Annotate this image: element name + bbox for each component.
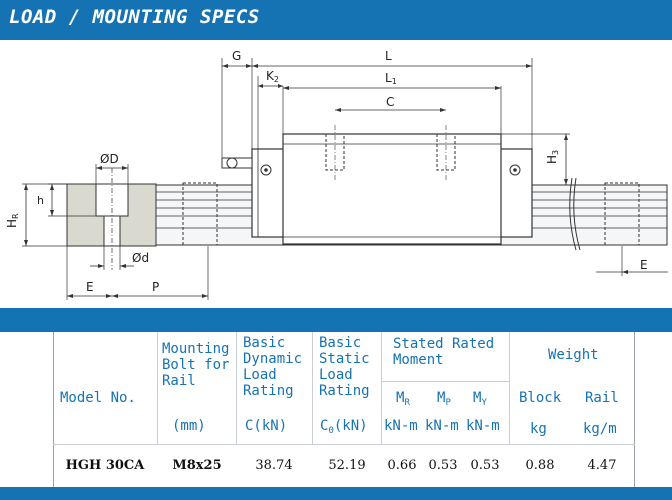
header-rail: Rail — [585, 390, 619, 406]
cell-my: 0.53 — [470, 458, 500, 473]
dim-e-right: E — [640, 258, 648, 272]
dim-d-big: ØD — [100, 152, 119, 166]
header-moment: Stated Rated Moment — [393, 336, 495, 368]
block-top — [282, 133, 502, 245]
technical-drawing: G L K2 L1 C H3 ØD h — [0, 40, 672, 308]
drawing-svg: G L K2 L1 C H3 ØD h — [5, 49, 668, 300]
cell-static: 52.19 — [328, 458, 366, 473]
header-block-unit: kg — [530, 421, 547, 437]
dim-h: h — [37, 194, 44, 207]
cell-rail: 4.47 — [587, 458, 617, 473]
dim-h3: H3 — [545, 150, 560, 164]
dim-e-left: E — [86, 280, 94, 294]
header-model: Model No. — [60, 390, 136, 406]
cell-block: 0.88 — [525, 458, 555, 473]
header-my: MY — [473, 390, 487, 408]
header-bolt: Mounting Bolt for Rail — [162, 341, 230, 389]
header-mp: MP — [437, 390, 451, 408]
table-bottom-band — [0, 487, 672, 500]
page-title: LOAD / MOUNTING SPECS — [9, 6, 260, 28]
dim-p: P — [152, 280, 159, 294]
cell-mp: 0.53 — [428, 458, 458, 473]
dim-hr: HR — [5, 213, 20, 228]
dim-k2: K2 — [266, 69, 279, 84]
table-frame — [53, 332, 635, 487]
header-weight: Weight — [548, 347, 599, 363]
dim-d-small: Ød — [132, 251, 149, 265]
dim-c: C — [386, 95, 394, 109]
cell-dynamic: 38.74 — [255, 458, 293, 473]
header-rail-unit: kg/m — [583, 421, 617, 437]
cell-model: HGH 30CA — [65, 458, 145, 473]
header-bar: LOAD / MOUNTING SPECS — [0, 0, 672, 40]
header-dynamic-unit: C(kN) — [245, 418, 288, 434]
header-my-unit: kN-m — [466, 418, 500, 434]
table-top-band — [0, 308, 672, 332]
header-mr: MR — [396, 390, 410, 408]
dim-g: G — [232, 49, 241, 63]
header-dynamic: Basic Dynamic Load Rating — [243, 335, 303, 399]
dim-l1: L1 — [385, 71, 397, 86]
cell-mr: 0.66 — [387, 458, 417, 473]
header-mp-unit: kN-m — [425, 418, 459, 434]
cell-bolt: M8x25 — [172, 458, 222, 473]
dim-l: L — [385, 49, 392, 63]
header-static-unit: C0(kN) — [320, 418, 368, 436]
header-block: Block — [519, 390, 562, 406]
header-static: Basic Static Load Rating — [319, 335, 370, 399]
header-bolt-unit: (mm) — [172, 418, 206, 434]
header-mr-unit: kN-m — [384, 418, 418, 434]
specs-table: Model No. Mounting Bolt for Rail (mm) Ba… — [0, 332, 672, 487]
